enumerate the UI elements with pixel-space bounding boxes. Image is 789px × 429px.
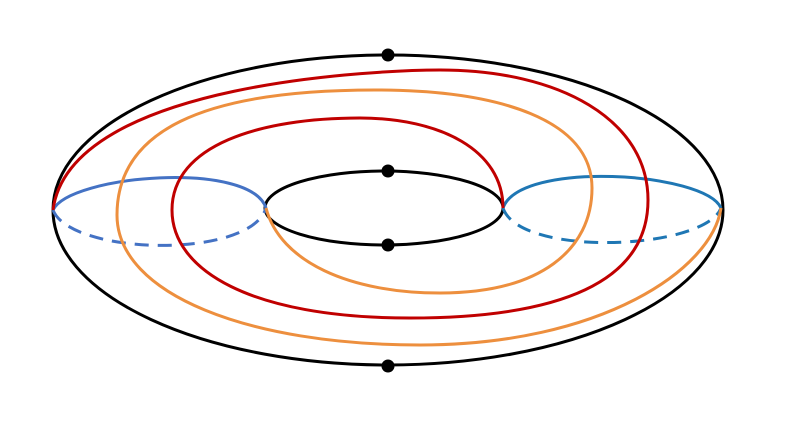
right-meridian-back bbox=[501, 207, 723, 245]
marker-bottom-inner bbox=[381, 238, 395, 252]
right-meridian-front bbox=[501, 174, 723, 209]
marker-top-inner bbox=[381, 164, 395, 178]
left-meridian-front bbox=[51, 176, 268, 211]
orange-curve bbox=[115, 88, 723, 347]
red-curve-outer bbox=[51, 68, 650, 320]
left-meridian-back bbox=[51, 207, 268, 247]
marker-top-outer bbox=[381, 48, 395, 62]
inner-hole-boundary bbox=[263, 169, 505, 247]
marker-bottom-outer bbox=[381, 359, 395, 373]
